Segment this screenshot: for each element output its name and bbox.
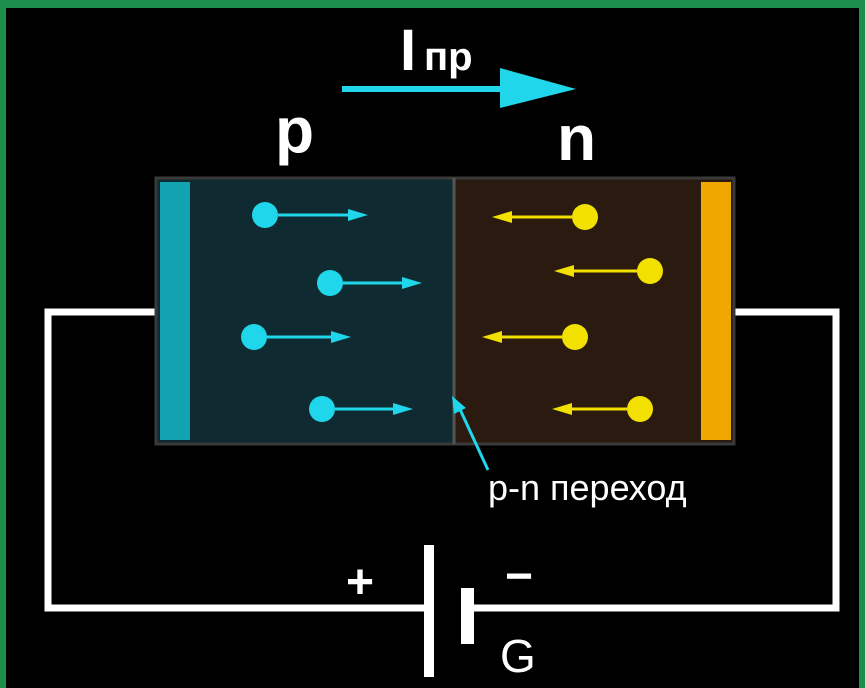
current-label: I <box>400 18 416 83</box>
battery-gap-mask <box>434 600 461 616</box>
battery-minus: − <box>505 550 533 603</box>
frame-border-right <box>859 0 865 688</box>
junction-pointer-head <box>452 396 466 414</box>
n-label: n <box>557 102 596 174</box>
p-label: p <box>275 94 314 166</box>
electron-3 <box>482 324 588 350</box>
frame-border-top <box>0 0 865 8</box>
n-contact <box>701 182 731 440</box>
electron-2 <box>554 258 663 284</box>
battery-short-plate <box>461 588 474 644</box>
current-subscript: пр <box>424 35 473 79</box>
battery-plus: + <box>346 556 374 609</box>
p-region <box>154 176 456 446</box>
electron-4 <box>552 396 653 422</box>
electron-1 <box>492 204 598 230</box>
hole-2 <box>317 270 422 296</box>
p-contact <box>160 182 190 440</box>
current-arrow-head <box>500 68 576 108</box>
hole-4 <box>309 396 413 422</box>
wire-right <box>470 308 840 612</box>
battery-name: G <box>500 630 536 682</box>
hole-1 <box>252 202 368 228</box>
hole-3 <box>241 324 351 350</box>
frame-border-left <box>0 0 6 688</box>
wire-left <box>44 308 428 612</box>
battery-long-plate <box>424 545 434 677</box>
junction-label: p-n переход <box>488 467 687 508</box>
junction-pointer <box>456 404 490 471</box>
